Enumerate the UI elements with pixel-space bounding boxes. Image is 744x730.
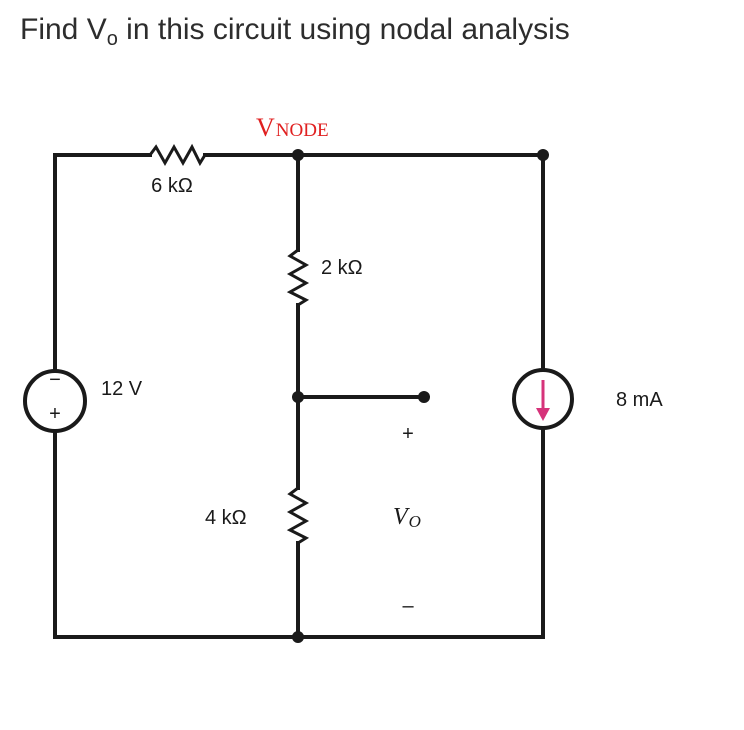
- voltage-source-plus: +: [49, 403, 61, 425]
- resistor-4k: [286, 486, 310, 545]
- question-suffix: in this circuit using nodal analysis: [117, 13, 570, 46]
- output-terminal-dot: [418, 391, 430, 403]
- output-label: VO: [393, 504, 421, 531]
- node-middle-dot: [292, 391, 304, 403]
- node-bottom-dot: [292, 631, 304, 643]
- question-subscript: o: [106, 28, 118, 50]
- voltage-source: [23, 369, 87, 433]
- node-label-sub: NODE: [276, 120, 329, 141]
- resistor-4k-label: 4 kΩ: [205, 507, 247, 529]
- voltage-source-minus: −: [49, 369, 61, 391]
- output-minus: –: [402, 595, 414, 617]
- output-label-sub: O: [409, 512, 421, 531]
- node-label-main: V: [256, 113, 275, 142]
- question-title: Find Vo in this circuit using nodal anal…: [20, 10, 570, 50]
- output-label-main: V: [393, 504, 410, 530]
- node-label: VNODE: [256, 113, 329, 142]
- resistor-2k-label: 2 kΩ: [321, 257, 363, 279]
- current-arrow-down-icon: [536, 408, 550, 421]
- resistor-6k-label: 6 kΩ: [151, 175, 193, 197]
- node-top-right-dot: [537, 149, 549, 161]
- question-prefix: Find V: [20, 13, 107, 46]
- resistor-2k: [286, 248, 310, 307]
- output-plus: +: [402, 423, 414, 445]
- node-vnode-dot: [292, 149, 304, 161]
- current-source-label: 8 mA: [616, 389, 663, 411]
- voltage-source-label: 12 V: [101, 378, 143, 400]
- resistor-6k: [148, 143, 207, 167]
